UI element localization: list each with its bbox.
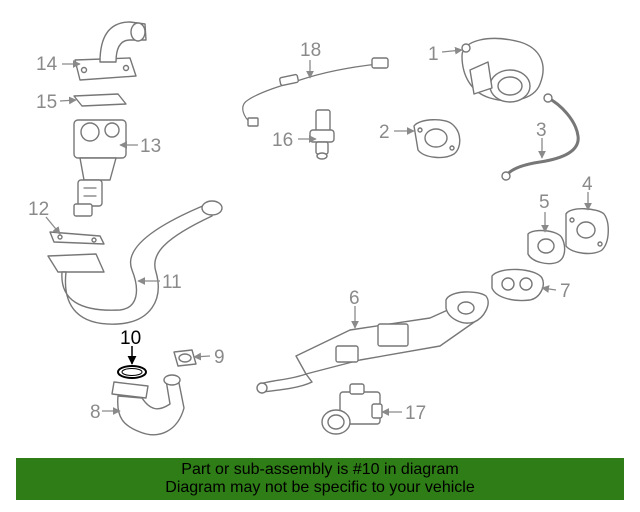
callout-11: 11 — [162, 272, 182, 293]
callout-1: 1 — [428, 44, 439, 65]
callout-13: 13 — [140, 136, 161, 157]
part-3-tube — [501, 93, 580, 181]
callout-6: 6 — [349, 288, 360, 309]
info-banner: Part or sub-assembly is #10 in diagram D… — [16, 458, 624, 500]
part-12-gasket — [49, 231, 105, 245]
callout-15: 15 — [36, 92, 57, 113]
part-9-gasket — [173, 349, 197, 367]
part-11-egr-pipe — [47, 200, 223, 325]
part-14-elbow-pipe — [74, 21, 147, 81]
part-17-actuator — [321, 383, 383, 435]
callout-2: 2 — [379, 122, 390, 143]
callout-8: 8 — [90, 402, 101, 423]
callout-14: 14 — [36, 54, 58, 75]
part-6-egr-cooler — [256, 291, 489, 394]
part-8-bent-pipe — [111, 374, 185, 436]
callout-16: 16 — [272, 130, 293, 151]
callout-17: 17 — [405, 403, 426, 424]
leader-lines — [45, 46, 592, 416]
banner-line-2: Diagram may not be specific to your vehi… — [165, 479, 475, 496]
part-10-o-ring — [117, 365, 147, 379]
part-7-gasket — [491, 268, 544, 302]
banner-line-1: Part or sub-assembly is #10 in diagram — [181, 461, 459, 478]
callout-4: 4 — [582, 174, 593, 195]
part-5-gasket — [527, 229, 566, 265]
part-4-flange — [565, 208, 609, 255]
part-13-valve-assembly — [73, 119, 127, 217]
callout-12: 12 — [28, 199, 49, 220]
callout-10: 10 — [120, 328, 141, 349]
part-16-sensor — [309, 109, 335, 160]
callout-5: 5 — [539, 192, 550, 213]
callout-7: 7 — [560, 281, 571, 302]
part-2-gasket — [413, 119, 461, 159]
callout-18: 18 — [300, 40, 321, 61]
callout-3: 3 — [536, 120, 547, 141]
callout-9: 9 — [214, 347, 225, 368]
part-18-sensor-wire — [242, 57, 389, 127]
part-1-egr-valve — [461, 37, 544, 103]
part-15-gasket — [73, 93, 127, 107]
